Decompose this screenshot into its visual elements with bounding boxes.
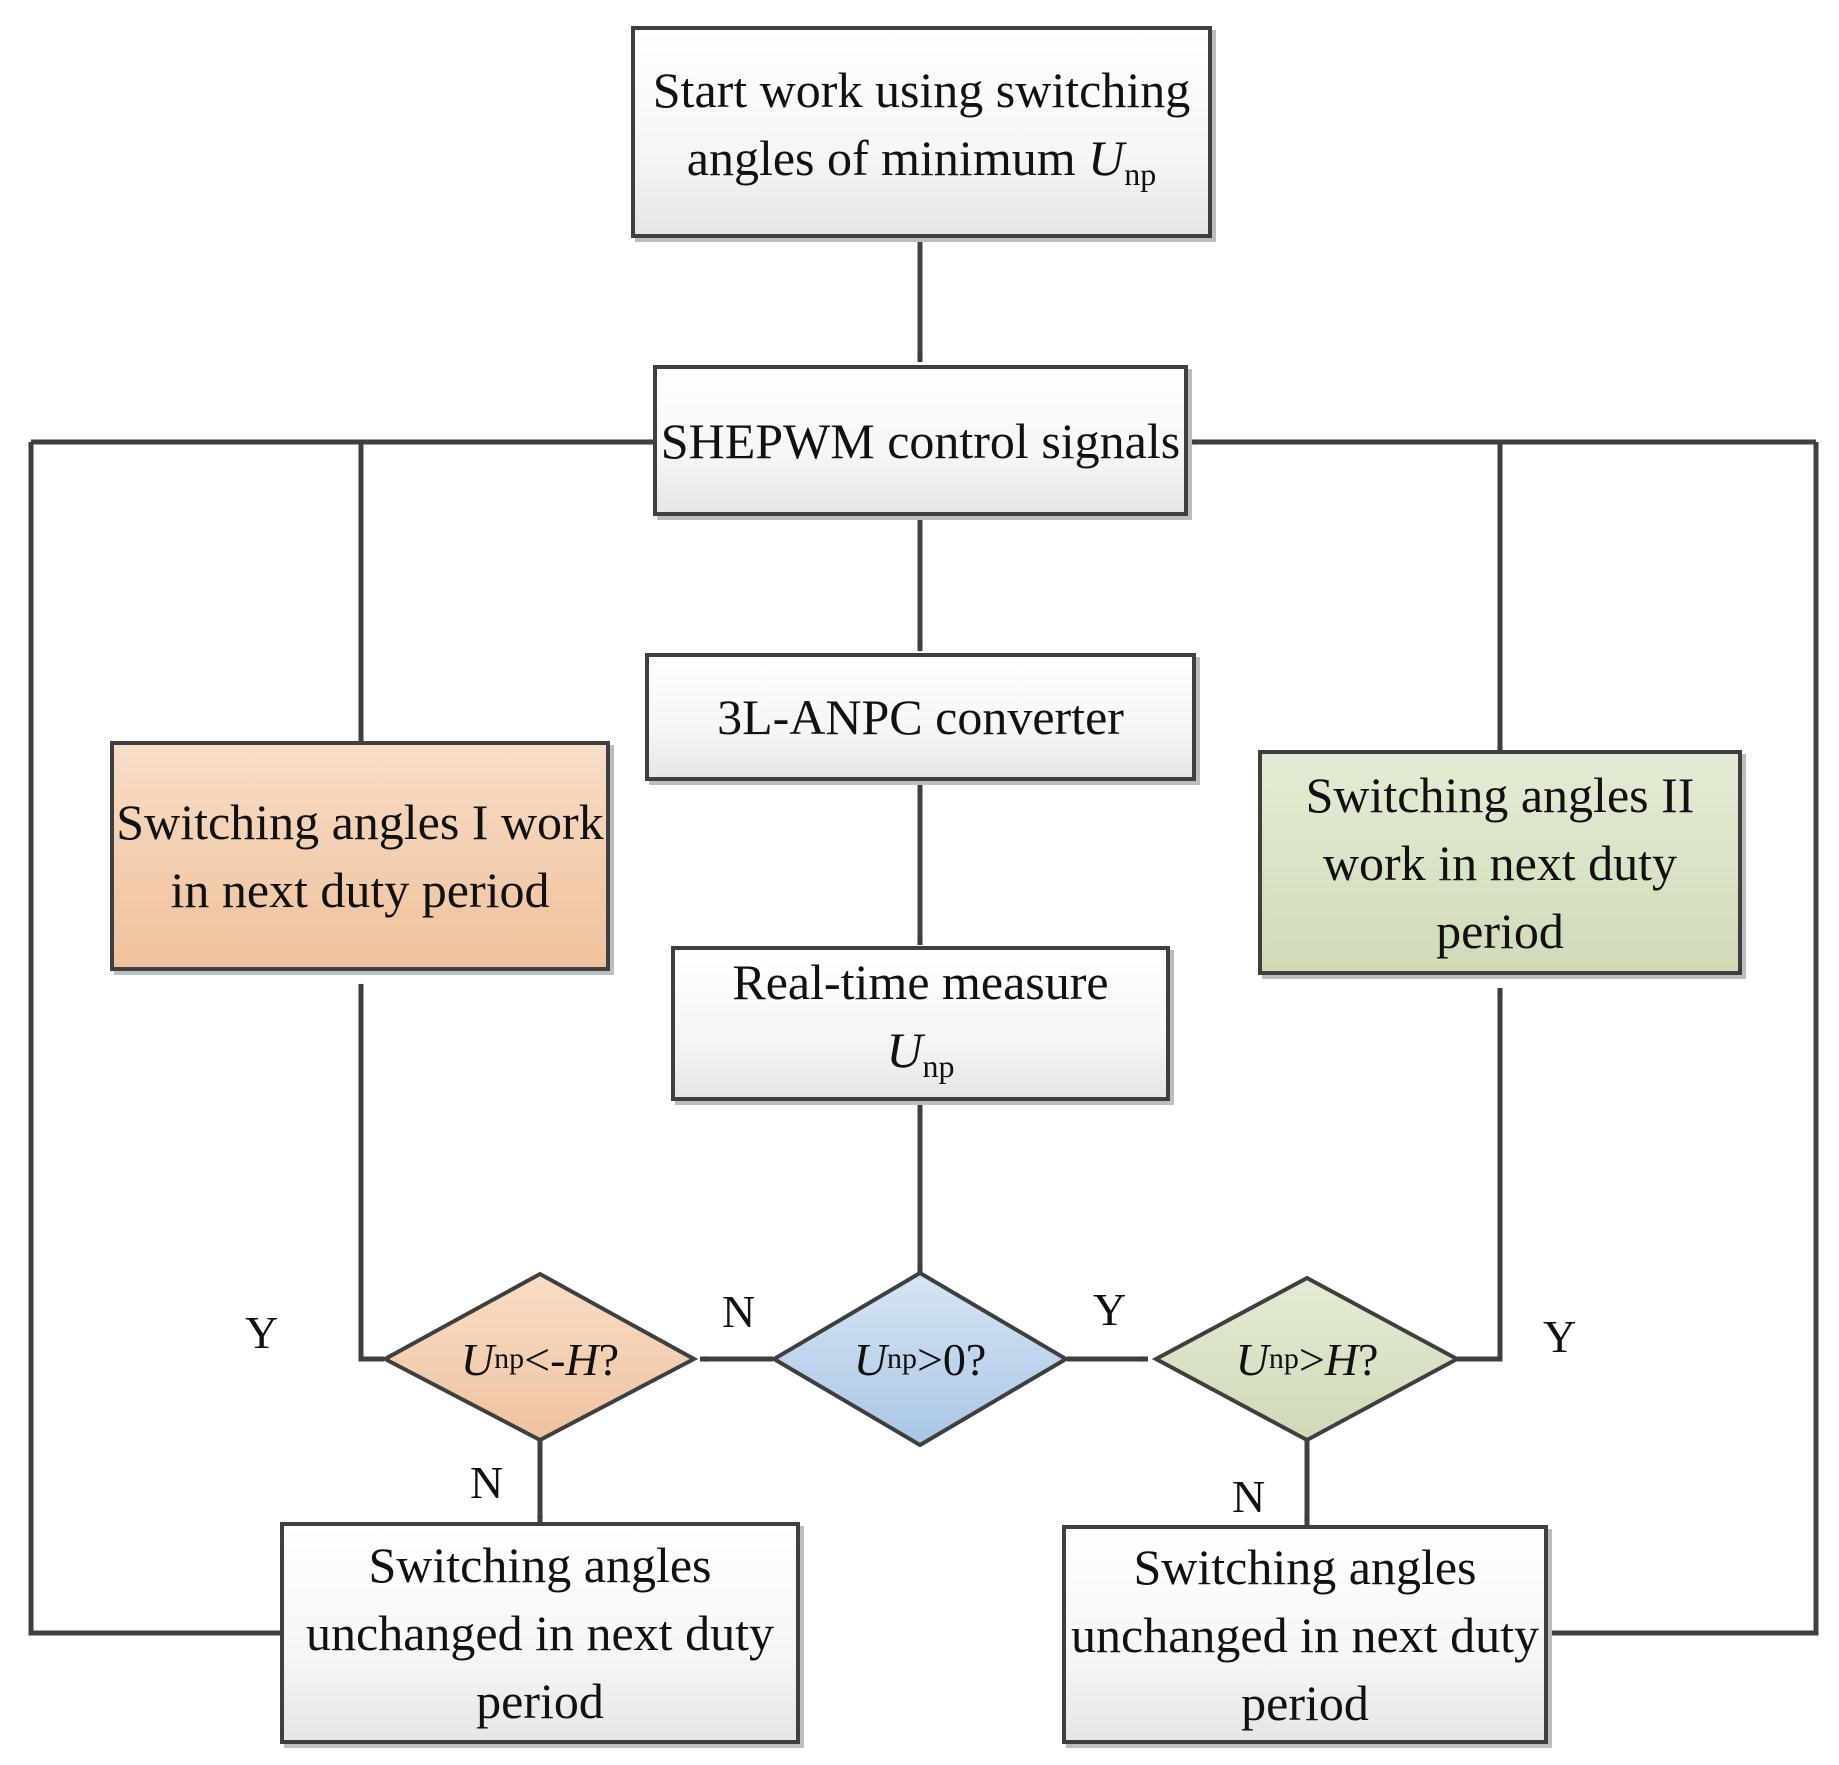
measure-symbol-sub: np: [922, 1047, 955, 1084]
center-symbol-sub: np: [886, 1342, 917, 1375]
right-condition-tail: ?: [1358, 1333, 1379, 1385]
line-unchanged-right-loop: [1548, 442, 1819, 1636]
right-symbol-sub: np: [1268, 1342, 1299, 1375]
right-decision-diamond: [1151, 1275, 1462, 1443]
left-no-label: N: [470, 1457, 504, 1508]
angles-i-box: Switching angles I work in next duty per…: [110, 741, 610, 971]
start-symbol-sub: np: [1124, 156, 1157, 192]
left-decision-diamond: [380, 1271, 699, 1443]
right-yes-label: Y: [1543, 1311, 1577, 1362]
start-text: Start work using switching angles of min…: [652, 62, 1191, 186]
left-condition-tail: ?: [598, 1333, 620, 1385]
shepwm-box: SHEPWM control signals: [653, 365, 1188, 516]
center-no-label: N: [722, 1286, 756, 1337]
center-symbol-var: U: [853, 1333, 887, 1385]
angles-i-text: Switching angles I work in next duty per…: [116, 794, 604, 918]
left-symbol-var: U: [460, 1333, 495, 1385]
left-yes-label: Y: [245, 1307, 279, 1358]
left-condition-text: <-: [524, 1333, 566, 1385]
unchanged-left-text: Switching angles unchanged in next duty …: [306, 1537, 774, 1729]
angles-ii-text: Switching angles II work in next duty pe…: [1305, 766, 1695, 959]
arrow-right-yes-to-angles-ii: [1457, 987, 1503, 1362]
shepwm-text: SHEPWM control signals: [660, 412, 1181, 469]
right-no-label: N: [1232, 1471, 1266, 1522]
start-symbol-var: U: [1088, 130, 1125, 186]
unchanged-right-text: Switching angles unchanged in next duty …: [1071, 1538, 1539, 1731]
converter-box: 3L-ANPC converter: [645, 653, 1196, 781]
line-unchanged-left-loop: [28, 442, 280, 1636]
right-condition-text: >: [1298, 1333, 1325, 1385]
start-box: Start work using switching angles of min…: [631, 26, 1212, 238]
converter-text: 3L-ANPC converter: [717, 689, 1124, 745]
center-yes-label: Y: [1093, 1284, 1127, 1335]
unchanged-right-box: Switching angles unchanged in next duty …: [1062, 1525, 1548, 1744]
angles-ii-box: Switching angles II work in next duty pe…: [1258, 750, 1742, 975]
left-symbol-sub: np: [494, 1342, 525, 1375]
right-symbol-var: U: [1235, 1333, 1269, 1385]
measure-text: Real-time measure: [732, 953, 1109, 1010]
right-threshold: H: [1324, 1333, 1358, 1385]
unchanged-left-box: Switching angles unchanged in next duty …: [280, 1522, 800, 1744]
left-threshold: H: [565, 1333, 599, 1385]
center-decision-diamond: [770, 1270, 1070, 1448]
arrow-left-yes-to-angles-i: [358, 983, 384, 1362]
center-condition-text: >0?: [916, 1333, 987, 1385]
measure-symbol-var: U: [886, 1021, 923, 1078]
